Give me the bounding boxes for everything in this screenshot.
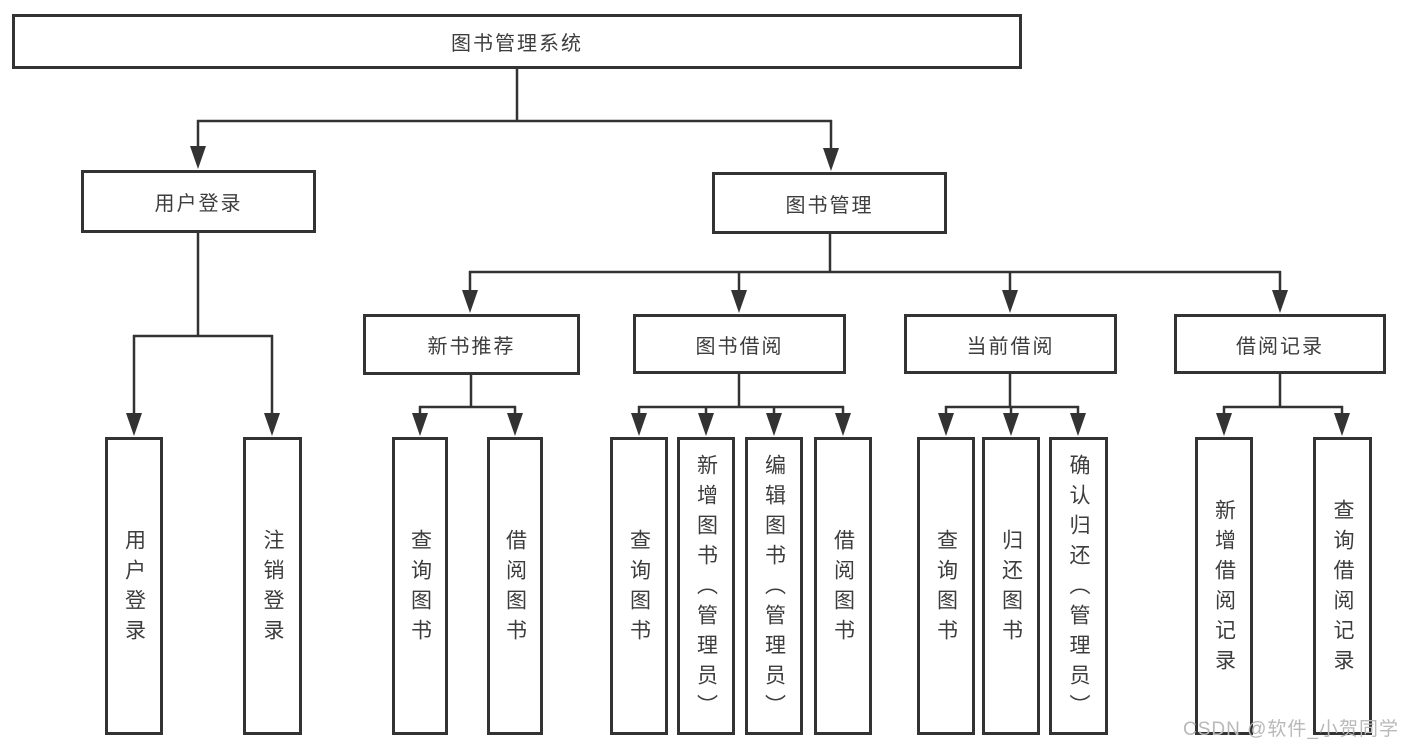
arrowhead-icon — [1216, 413, 1232, 436]
node-new-book-recommendation: 新书推荐 — [363, 314, 580, 375]
leaf-current-return-books: 归还图书 — [982, 437, 1040, 735]
arrowhead-icon — [264, 413, 280, 436]
leaf-borrowing-edit-book-admin: 编辑图书（管理员） — [745, 437, 803, 735]
leaf-records-query-record: 查询借阅记录 — [1313, 437, 1372, 735]
arrowhead-icon — [766, 413, 782, 436]
leaf-current-confirm-return-admin: 确认归还（管理员） — [1049, 437, 1108, 735]
node-book-management: 图书管理 — [712, 172, 947, 234]
connector-records-branch — [1216, 373, 1350, 436]
leaf-logout: 注销登录 — [243, 437, 302, 735]
leaf-borrowing-add-book-admin: 新增图书（管理员） — [677, 437, 735, 735]
node-borrowing-records: 借阅记录 — [1174, 314, 1386, 374]
leaf-current-query-books: 查询图书 — [917, 437, 975, 735]
node-user-login: 用户登录 — [81, 170, 316, 233]
leaf-recommend-borrow-books: 借阅图书 — [487, 437, 543, 735]
arrowhead-icon — [1003, 413, 1019, 436]
leaf-borrowing-query-books: 查询图书 — [610, 437, 668, 735]
arrowhead-icon — [1002, 290, 1018, 313]
leaf-recommend-query-books: 查询图书 — [392, 437, 448, 735]
arrowhead-icon — [698, 413, 714, 436]
connector-current-borrowing-branch — [938, 373, 1086, 436]
node-current-borrowing: 当前借阅 — [904, 314, 1117, 374]
arrowhead-icon — [835, 413, 851, 436]
arrowhead-icon — [190, 146, 206, 169]
arrowhead-icon — [938, 413, 954, 436]
arrowhead-icon — [412, 413, 428, 436]
leaf-borrowing-borrow-books: 借阅图书 — [814, 437, 872, 735]
connector-root-to-level2 — [190, 68, 839, 171]
arrowhead-icon — [823, 148, 839, 171]
arrowhead-icon — [507, 413, 523, 436]
arrowhead-icon — [462, 290, 478, 313]
connector-recommendation-branch — [412, 374, 523, 436]
connector-borrowing-branch — [631, 373, 851, 436]
arrowhead-icon — [1334, 413, 1350, 436]
arrowhead-icon — [731, 290, 747, 313]
leaf-user-login: 用户登录 — [105, 437, 163, 735]
arrowhead-icon — [126, 413, 142, 436]
arrowhead-icon — [631, 413, 647, 436]
watermark: CSDN @软件_小贺同学 — [1183, 719, 1399, 740]
node-book-borrowing: 图书借阅 — [633, 314, 846, 374]
leaf-records-add-record: 新增借阅记录 — [1195, 437, 1253, 735]
node-root: 图书管理系统 — [12, 14, 1022, 69]
connector-user-login-branch — [126, 232, 280, 436]
arrowhead-icon — [1272, 290, 1288, 313]
connector-book-management-branch — [462, 233, 1288, 313]
arrowhead-icon — [1070, 413, 1086, 436]
